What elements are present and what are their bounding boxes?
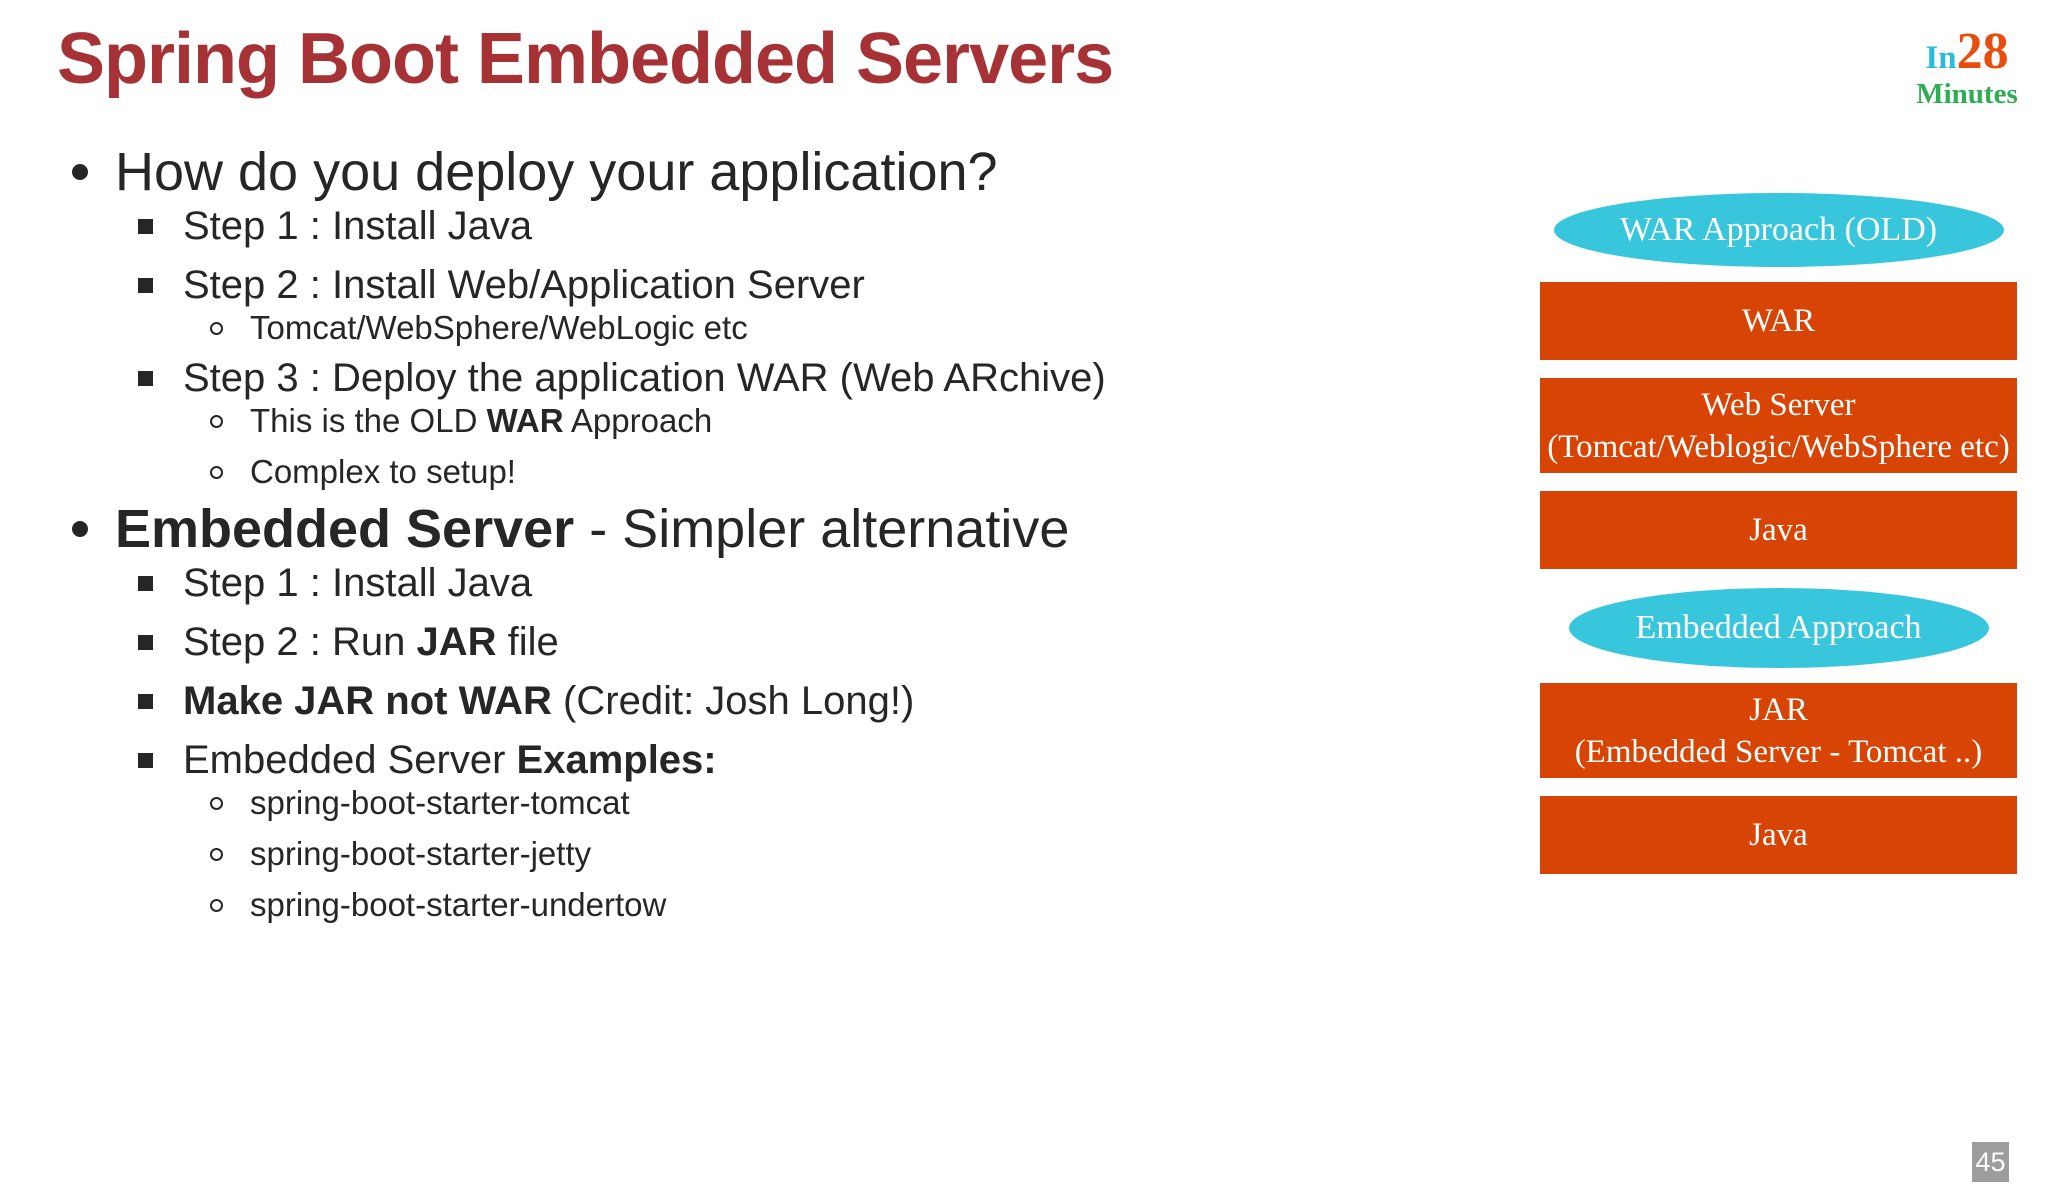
bullet-circle-icon [210,414,250,428]
list-item-text: spring-boot-starter-jetty [250,835,592,872]
diagram-box: Java [1540,491,2017,569]
diagram-group: WAR Approach (OLD) WAR Web Server (Tomcat/W… [1540,193,2017,569]
bullet-circle-icon [210,796,250,810]
diagram-box-line: JAR [1749,691,1808,728]
list-item-text: This is the OLD WAR Approach [250,402,713,439]
diagram-box-line: WAR [1741,303,1816,339]
list-item: Step 1 : Install Java [138,203,1500,249]
bullet-square-icon [138,277,183,293]
list-item: Step 2 : Install Web/Application Server [138,262,1500,308]
list-item: Embedded Server - Simpler alternative [66,498,1500,560]
logo-top-line: In 28 [1908,26,2026,78]
bullet-square-icon [138,634,183,650]
list-item: Tomcat/WebSphere/WebLogic etc [210,308,1500,348]
logo-28-text: 28 [1956,23,2009,80]
list-item-text: Step 2 : Run JAR file [183,620,559,664]
list-item: Make JAR not WAR (Credit: Josh Long!) [138,678,1500,724]
diagram-box-line: (Tomcat/Weblogic/WebSphere etc) [1547,428,2010,465]
bullet-square-icon [138,218,183,234]
list-item: How do you deploy your application? [66,141,1500,203]
diagram-oval-label: Embedded Approach [1568,588,1989,668]
list-item-text: Embedded Server Examples: [183,738,717,782]
bullet-circle-icon [210,898,250,912]
list-item-text: spring-boot-starter-undertow [250,886,667,923]
list-item-text: Step 3 : Deploy the application WAR (Web… [183,356,1106,400]
bullet-dot-icon [66,164,115,180]
list-item-text: Complex to setup! [250,453,516,490]
page-number-badge: 45 [1972,1142,2009,1182]
list-item-text: Step 2 : Install Web/Application Server [183,263,865,307]
list-item: Step 2 : Run JAR file [138,619,1500,665]
diagram-box-line: Java [1749,817,1808,853]
bullet-list: How do you deploy your application?Step … [0,141,1500,925]
list-item: spring-boot-starter-jetty [210,834,1500,874]
list-item: spring-boot-starter-undertow [210,885,1500,925]
list-item-text: How do you deploy your application? [115,142,998,202]
bullet-square-icon [138,575,183,591]
logo-minutes-text: Minutes [1916,78,2018,110]
bullet-dot-icon [66,521,115,537]
diagram-box: Java [1540,796,2017,874]
list-item: Step 3 : Deploy the application WAR (Web… [138,355,1500,401]
diagram-box: Web Server (Tomcat/Weblogic/WebSphere etc… [1540,378,2017,473]
bullet-square-icon [138,370,183,386]
diagram-box: WAR [1540,282,2017,360]
list-item-text: Embedded Server - Simpler alternative [115,499,1070,559]
diagram-box: JAR (Embedded Server - Tomcat ..) [1540,683,2017,778]
list-item-text: Step 1 : Install Java [183,204,533,248]
bullet-square-icon [138,693,183,709]
list-item: Step 1 : Install Java [138,560,1500,606]
diagram-box-line: Web Server [1701,386,1856,423]
in28minutes-logo: In 28 Minutes [1908,26,2026,109]
list-item-text: spring-boot-starter-tomcat [250,784,630,821]
list-item: This is the OLD WAR Approach [210,401,1500,441]
diagram-oval-label: WAR Approach (OLD) [1553,193,2004,267]
diagram-box-line: Java [1749,512,1808,548]
list-item: Embedded Server Examples: [138,737,1500,783]
list-item-text: Tomcat/WebSphere/WebLogic etc [250,309,748,346]
list-item: Complex to setup! [210,452,1500,492]
list-item: spring-boot-starter-tomcat [210,783,1500,823]
bullet-circle-icon [210,321,250,335]
list-item-text: Make JAR not WAR (Credit: Josh Long!) [183,679,915,723]
bullet-circle-icon [210,847,250,861]
logo-in-text: In [1925,40,1957,76]
bullet-square-icon [138,752,183,768]
diagram-box-line: (Embedded Server - Tomcat ..) [1574,733,1983,770]
list-item-text: Step 1 : Install Java [183,561,533,605]
page-title: Spring Boot Embedded Servers [57,19,1114,99]
diagram: WAR Approach (OLD) WAR Web Server (Tomcat/W… [1540,193,2017,892]
bullet-circle-icon [210,465,250,479]
